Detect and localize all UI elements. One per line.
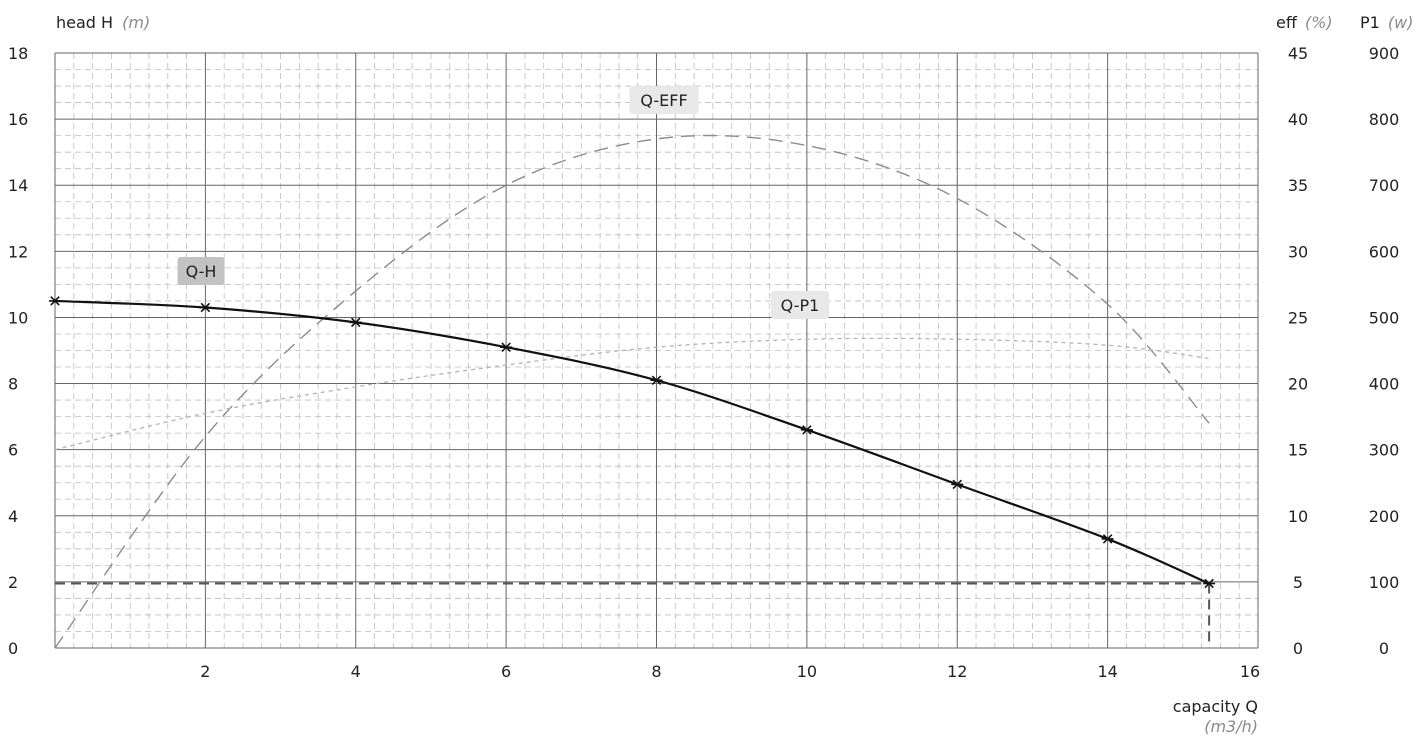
data-point-marker [951,479,964,490]
series-tag-q-h: Q-H [177,257,225,285]
y-left-tick-label: 2 [8,573,18,592]
x-axis-unit: (m3/h) [1204,717,1258,736]
x-axis-label: capacity Q [1173,697,1258,716]
y-p1-tick-label: 900 [1369,44,1400,63]
y-eff-tick-label: 15 [1288,441,1308,460]
y-left-tick-label: 12 [8,242,28,261]
y-left-tick-label: 14 [8,176,28,195]
x-tick-label: 14 [1097,662,1117,681]
y-p1-tick-label: 600 [1369,242,1400,261]
series-tag-q-p1: Q-P1 [771,291,829,319]
y-left-tick-label: 0 [8,639,18,658]
series-layer: Q-H Q-EFF Q-P1 [49,86,1216,649]
x-tick-label: 12 [947,662,967,681]
y-axis-p1-title: P1 (w) [1360,13,1414,32]
series-tag-label: Q-P1 [781,296,820,315]
y-eff-tick-label: 10 [1288,507,1308,526]
y-axis-eff-unit: (%) [1305,13,1333,32]
data-point-marker [49,296,61,306]
y-left-tick-label: 8 [8,375,18,394]
y-axis-p1-label: P1 [1360,13,1380,32]
series-tag-q-eff: Q-EFF [629,86,699,114]
y-eff-tick-label: 25 [1288,308,1308,327]
y-left-tick-label: 16 [8,110,28,129]
data-point-marker [199,302,212,313]
series-tag-label: Q-EFF [640,91,687,110]
y-p1-tick-label: 400 [1369,375,1400,394]
y-left-tick-label: 6 [8,441,18,460]
y-left-tick-label: 10 [8,308,28,327]
y-p1-tick-label: 800 [1369,110,1400,129]
y-left-tick-label: 18 [8,44,28,63]
tick-labels: 0 2 4 6 8 10 12 14 16 18 0 5 10 15 20 25 30 35 40 45 0 100 200… [8,44,1399,681]
data-point-marker [800,425,813,435]
x-tick-label: 16 [1240,662,1260,681]
y-p1-tick-label: 200 [1369,507,1400,526]
y-eff-tick-label: 35 [1288,176,1308,195]
y-left-tick-label: 4 [8,507,18,526]
series-tag-label: Q-H [186,262,217,281]
y-axis-left-title: head H (m) [56,13,150,32]
data-point-marker [500,342,513,352]
y-axis-p1-unit: (w) [1388,13,1414,32]
y-p1-tick-label: 100 [1369,573,1400,592]
data-point-marker [1101,534,1114,544]
y-eff-tick-label: 5 [1293,573,1303,592]
y-eff-tick-label: 40 [1288,110,1308,129]
x-tick-label: 6 [501,662,511,681]
series-line-q-eff [54,134,1210,649]
x-tick-label: 10 [797,662,817,681]
grid [54,52,1259,649]
data-point-marker [349,317,362,328]
x-tick-label: 2 [200,662,210,681]
y-p1-tick-label: 0 [1379,639,1389,658]
y-axis-left-label: head H [56,13,113,32]
series-line-q-p1 [54,337,1210,451]
x-tick-label: 8 [651,662,661,681]
y-axis-eff-label: eff [1276,13,1298,32]
y-axis-eff-title: eff (%) [1276,13,1333,32]
y-eff-tick-label: 0 [1293,639,1303,658]
series-line-q-h [54,299,1210,585]
data-point-marker [650,375,663,386]
y-eff-tick-label: 20 [1288,375,1308,394]
y-eff-tick-label: 30 [1288,242,1308,261]
y-p1-tick-label: 500 [1369,308,1400,327]
y-p1-tick-label: 700 [1369,176,1400,195]
data-point-marker [1203,578,1216,589]
y-axis-left-unit: (m) [122,13,150,32]
y-eff-tick-label: 45 [1288,44,1308,63]
x-tick-label: 4 [351,662,361,681]
y-p1-tick-label: 300 [1369,441,1400,460]
